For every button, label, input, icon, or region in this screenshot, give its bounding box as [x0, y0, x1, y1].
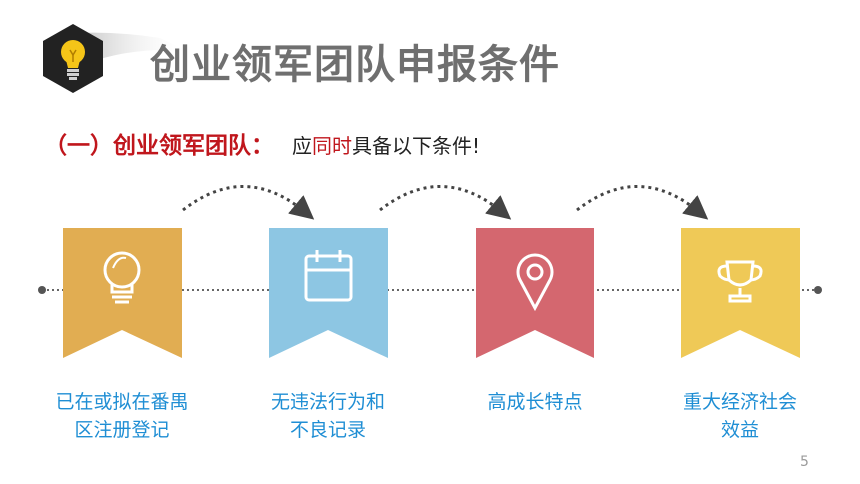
step-2-label-line1: 无违法行为和 [270, 391, 385, 413]
calendar-icon [304, 250, 353, 302]
connector-arrow-3 [576, 185, 709, 220]
connector-arrow-1 [182, 185, 315, 220]
subtitle: （一）创业领军团队： 应同时具备以下条件! [44, 126, 480, 160]
map-pin-icon [516, 253, 554, 312]
trophy-icon [717, 260, 763, 303]
subtitle-text-after: 具备以下条件! [352, 134, 481, 158]
timeline-end-dot [814, 286, 822, 294]
timeline-start-dot [38, 286, 46, 294]
step-4-label-line1: 重大经济社会 [682, 391, 797, 413]
step-2-label: 无违法行为和 不良记录 [228, 388, 428, 444]
step-4-label: 重大经济社会 效益 [640, 388, 840, 444]
step-1-label-line2: 区注册登记 [74, 419, 170, 441]
step-2-label-line2: 不良记录 [289, 419, 366, 441]
step-4-label-line2: 效益 [720, 419, 759, 441]
lightbulb-icon [103, 251, 141, 304]
step-1-label-line1: 已在或拟在番禺 [55, 391, 189, 413]
page-number: 5 [800, 454, 809, 470]
step-2-banner [269, 228, 388, 358]
step-3-banner [476, 228, 594, 358]
process-diagram [38, 185, 822, 358]
subtitle-text-before: 应 [292, 134, 312, 158]
connector-arrow-2 [379, 185, 512, 220]
header-graphic [43, 24, 190, 93]
slide-title: 创业领军团队申报条件 [150, 42, 560, 88]
step-1-label: 已在或拟在番禺 区注册登记 [22, 388, 222, 444]
subtitle-heading: （一）创业领军团队： [44, 133, 274, 159]
lightbulb-logo-icon [61, 40, 85, 80]
subtitle-highlight: 同时 [312, 134, 352, 158]
step-3-label: 高成长特点 [435, 388, 635, 416]
step-3-label-line1: 高成长特点 [487, 391, 583, 413]
